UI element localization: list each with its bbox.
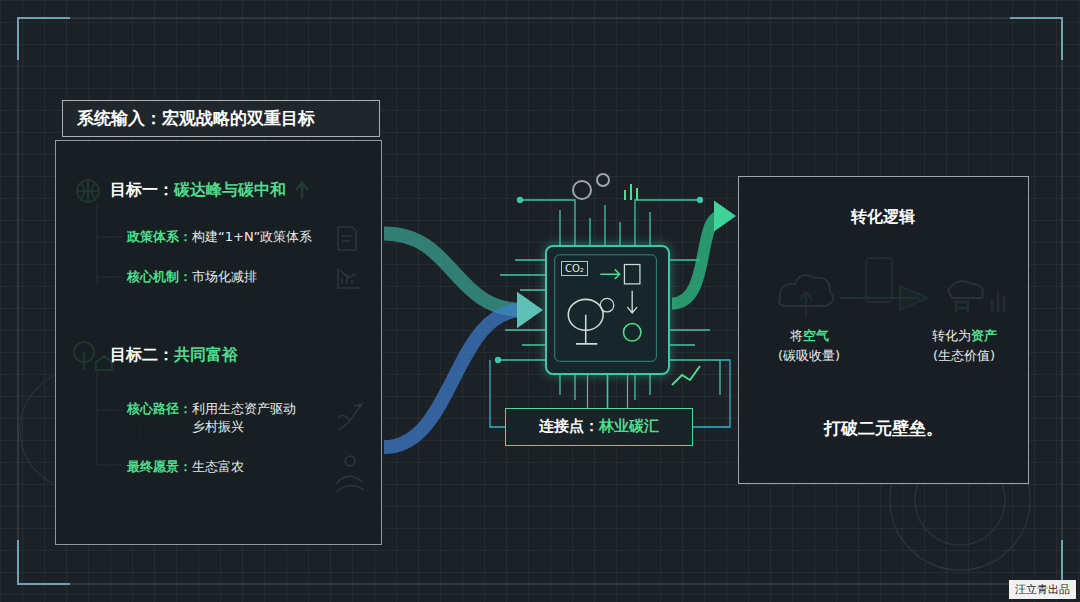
node-text: 转化为: [932, 327, 971, 345]
arrowhead: [714, 201, 736, 232]
pins-bottom: [560, 375, 650, 400]
pins-top: [520, 200, 700, 245]
input-panel: 系统输入：宏观战略的双重目标目标一：碳达峰与碳中和政策体系：构建“1+N”政策体…: [55, 100, 382, 545]
text-row: (碳吸收量): [744, 347, 874, 365]
node-text: 最终愿景：: [127, 458, 192, 476]
text-row: 政策体系：构建“1+N”政策体系: [127, 228, 312, 246]
node-text: 市场化减排: [192, 268, 257, 286]
node-text: 将: [790, 327, 803, 345]
node-text: 碳达峰与碳中和: [174, 180, 286, 201]
pin-dot: [698, 198, 703, 203]
chip-doc: [624, 265, 639, 284]
node-text: 生态富农: [192, 458, 244, 476]
text-row: 核心路径：利用生态资产驱动 乡村振兴: [127, 400, 304, 436]
connector: [672, 201, 736, 304]
chip-tree: [568, 299, 603, 344]
node-text: 共同富裕: [174, 345, 238, 366]
connector: [588, 375, 628, 408]
chip-node: CO₂: [545, 245, 670, 375]
chip-down: [627, 291, 637, 313]
chip-inner: [555, 255, 657, 361]
text-row: 目标二：共同富裕: [110, 345, 238, 366]
outer-frame: [18, 18, 1062, 584]
node-heading: 转化逻辑: [851, 207, 915, 228]
node-heading: CO₂: [561, 261, 588, 276]
node-text: 政策体系：: [127, 228, 192, 246]
node-text: 目标二：: [110, 345, 174, 366]
node-text: 利用生态资产驱动 乡村振兴: [192, 400, 304, 436]
node-text: 林业碳汇: [599, 417, 659, 436]
text-row: 连接点：林业碳汇: [506, 417, 691, 436]
node-text: 核心路径：: [127, 400, 192, 418]
flow-ribbon: [384, 310, 523, 447]
link-label-box: 连接点：林业碳汇: [505, 408, 693, 446]
corner-brackets: [18, 18, 1062, 584]
gear: [573, 181, 591, 199]
pin-dot: [518, 198, 523, 203]
text-row: 打破二元壁垒。: [739, 417, 1027, 440]
gear: [597, 174, 609, 186]
text-row: (生态价值): [904, 347, 1024, 365]
node-heading: 连接点：: [539, 417, 599, 436]
node-text: (碳吸收量): [778, 347, 840, 365]
node-text: 打破二元壁垒。: [824, 417, 943, 440]
mini-bars: [625, 184, 637, 200]
text-row: 转化逻辑: [739, 207, 1027, 228]
text-row: 将空气: [744, 327, 874, 345]
text-row: 目标一：碳达峰与碳中和: [110, 180, 286, 201]
pin-dot: [496, 358, 501, 363]
link-line: [607, 375, 609, 408]
node-text: 目标一：: [110, 180, 174, 201]
chip-coin: [623, 324, 640, 341]
chip-gear: [600, 298, 614, 312]
chip-arrow: [600, 269, 619, 279]
text-row: CO₂: [561, 261, 588, 276]
node-heading: 系统输入：宏观战略的双重目标: [77, 107, 315, 130]
flow-ribbon: [384, 234, 523, 311]
node-text: 核心机制：: [127, 268, 192, 286]
link-line: [588, 375, 628, 408]
node-text: 构建“1+N”政策体系: [192, 228, 312, 246]
mini-trend: [672, 366, 700, 385]
frame: [18, 18, 1062, 584]
node-text: 资产: [971, 327, 997, 345]
node-text: 空气: [803, 327, 829, 345]
text-row: 系统输入：宏观战略的双重目标: [62, 100, 380, 137]
arrowhead: [517, 292, 543, 328]
chip-pins: [490, 198, 730, 428]
panel-body: [55, 140, 382, 545]
node-text: (生态价值): [933, 347, 995, 365]
text-row: 转化为资产: [904, 327, 1024, 345]
logic-panel: 转化逻辑将空气 (碳吸收量) 转化为资产 (生态价值) 打破二元壁垒。: [738, 176, 1029, 484]
watermark: 汪立青出品: [1009, 580, 1076, 599]
text-row: 最终愿景：生态富农: [127, 458, 244, 476]
text-row: 核心机制：市场化减排: [127, 268, 257, 286]
